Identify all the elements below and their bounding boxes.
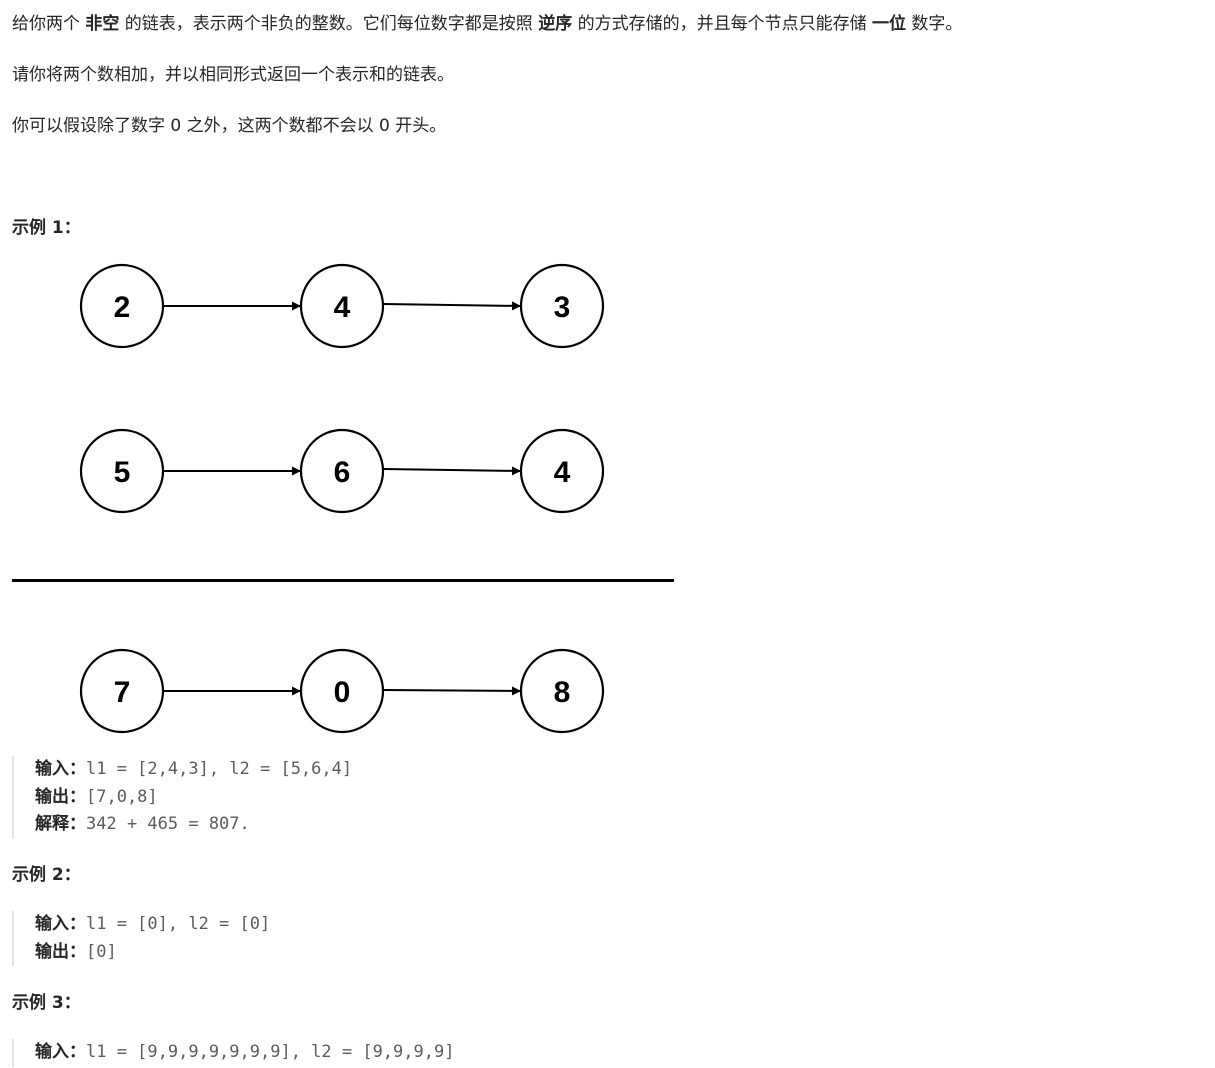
node-value: 3 — [554, 291, 571, 324]
example-1-code-block: 输入：l1 = [2,4,3], l2 = [5,6,4] 输出：[7,0,8]… — [12, 756, 352, 839]
input-label: 输入： — [35, 1042, 86, 1062]
description-paragraph-3: 你可以假设除了数字 0 之外，这两个数都不会以 0 开头。 — [12, 116, 447, 136]
input-value: l1 = [9,9,9,9,9,9,9], l2 = [9,9,9,9] — [86, 1042, 455, 1062]
desc-bold-reverse: 逆序 — [538, 14, 573, 34]
input-label: 输入： — [35, 914, 86, 934]
desc-text: 的链表，表示两个非负的整数。它们每位数字都是按照 — [119, 14, 539, 34]
example-input-line: 输入：l1 = [2,4,3], l2 = [5,6,4] — [35, 756, 352, 784]
output-value: [0] — [86, 941, 117, 962]
desc-text: 数字。 — [906, 14, 963, 34]
list-node: 5 — [79, 428, 165, 514]
desc-bold-nonempty: 非空 — [85, 14, 120, 34]
node-value: 2 — [114, 291, 131, 324]
linked-list-addition-diagram: 2 4 3 5 6 4 7 0 8 — [12, 263, 674, 734]
edge-arrow — [383, 466, 522, 476]
example-output-line: 输出：[0] — [35, 939, 270, 967]
list-node: 7 — [79, 648, 165, 734]
example-3-code-block: 输入：l1 = [9,9,9,9,9,9,9], l2 = [9,9,9,9] — [12, 1039, 454, 1067]
list-node: 2 — [79, 263, 165, 349]
node-value: 6 — [334, 456, 351, 489]
description-paragraph-2: 请你将两个数相加，并以相同形式返回一个表示和的链表。 — [12, 65, 454, 85]
node-value: 8 — [554, 676, 571, 709]
desc-bold-onedigit: 一位 — [872, 14, 907, 34]
input-value: l1 = [0], l2 = [0] — [86, 914, 271, 934]
example-2-code-block: 输入：l1 = [0], l2 = [0] 输出：[0] — [12, 911, 270, 966]
input-value: l1 = [2,4,3], l2 = [5,6,4] — [86, 759, 353, 779]
node-value: 4 — [334, 291, 351, 324]
output-label: 输出： — [35, 941, 86, 962]
node-value: 7 — [114, 676, 131, 709]
list-node: 3 — [519, 263, 605, 349]
node-value: 4 — [554, 456, 571, 489]
description-paragraph-1: 给你两个 非空 的链表，表示两个非负的整数。它们每位数字都是按照 逆序 的方式存… — [12, 12, 962, 36]
example-3-title: 示例 3： — [12, 993, 81, 1013]
list-node: 6 — [299, 428, 385, 514]
list-node: 4 — [519, 428, 605, 514]
explanation-label: 解释： — [35, 814, 86, 834]
edge-arrow — [383, 301, 522, 311]
output-label: 输出： — [35, 786, 86, 807]
node-value: 0 — [334, 676, 351, 709]
node-value: 5 — [114, 456, 131, 489]
input-label: 输入： — [35, 759, 86, 779]
example-explanation-line: 解释：342 + 465 = 807. — [35, 811, 352, 839]
list-node: 8 — [519, 648, 605, 734]
example-input-line: 输入：l1 = [9,9,9,9,9,9,9], l2 = [9,9,9,9] — [35, 1039, 454, 1067]
desc-text: 给你两个 — [12, 14, 86, 34]
edge-arrow — [383, 686, 522, 696]
example-input-line: 输入：l1 = [0], l2 = [0] — [35, 911, 270, 939]
explanation-value: 342 + 465 = 807. — [86, 814, 250, 834]
example-2-title: 示例 2： — [12, 865, 81, 885]
list-node: 0 — [299, 648, 385, 734]
output-value: [7,0,8] — [86, 786, 158, 807]
example-1-title: 示例 1： — [12, 218, 81, 238]
example-output-line: 输出：[7,0,8] — [35, 784, 352, 812]
desc-text: 的方式存储的，并且每个节点只能存储 — [572, 14, 873, 34]
list-node: 4 — [299, 263, 385, 349]
